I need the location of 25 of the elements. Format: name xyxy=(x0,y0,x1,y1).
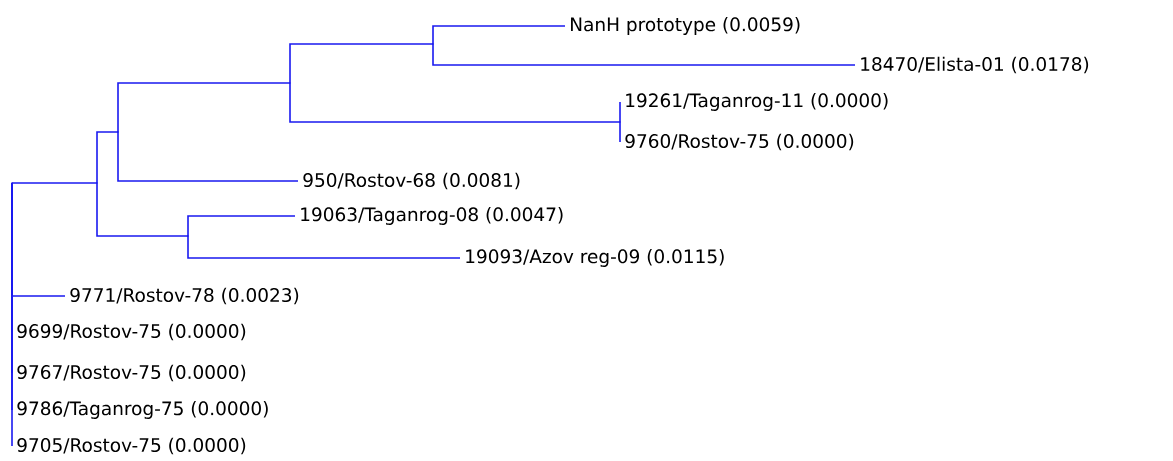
tree-branch xyxy=(96,182,189,237)
tree-branch xyxy=(289,43,434,84)
tree-branch xyxy=(117,82,291,133)
tree-branch xyxy=(619,101,621,123)
leaf-label: NanH prototype (0.0059) xyxy=(571,17,800,35)
tree-branch xyxy=(187,235,461,259)
tree-branch xyxy=(11,182,98,184)
tree-branch xyxy=(432,43,856,66)
tree-branch xyxy=(432,25,566,45)
tree-branch xyxy=(289,82,621,123)
leaf-label: 19261/Taganrog-11 (0.0000) xyxy=(626,93,888,111)
leaf-label: 9771/Rostov-78 (0.0023) xyxy=(70,287,299,305)
leaf-label: 19063/Taganrog-08 (0.0047) xyxy=(301,207,563,225)
tree-branch xyxy=(187,215,296,237)
tree-branch xyxy=(96,131,119,184)
leaf-label: 9786/Taganrog-75 (0.0000) xyxy=(17,401,268,419)
leaf-label: 9705/Rostov-75 (0.0000) xyxy=(17,437,246,455)
leaf-label: 9767/Rostov-75 (0.0000) xyxy=(17,364,246,382)
leaf-label: 950/Rostov-68 (0.0081) xyxy=(303,172,520,190)
tree-branch xyxy=(619,121,621,143)
leaf-label: 18470/Elista-01 (0.0178) xyxy=(861,56,1089,74)
leaf-label: 9760/Rostov-75 (0.0000) xyxy=(625,133,854,151)
leaf-label: 19093/Azov reg-09 (0.0115) xyxy=(466,249,724,267)
leaf-label: 9699/Rostov-75 (0.0000) xyxy=(17,323,246,341)
tree-branch xyxy=(117,131,299,182)
